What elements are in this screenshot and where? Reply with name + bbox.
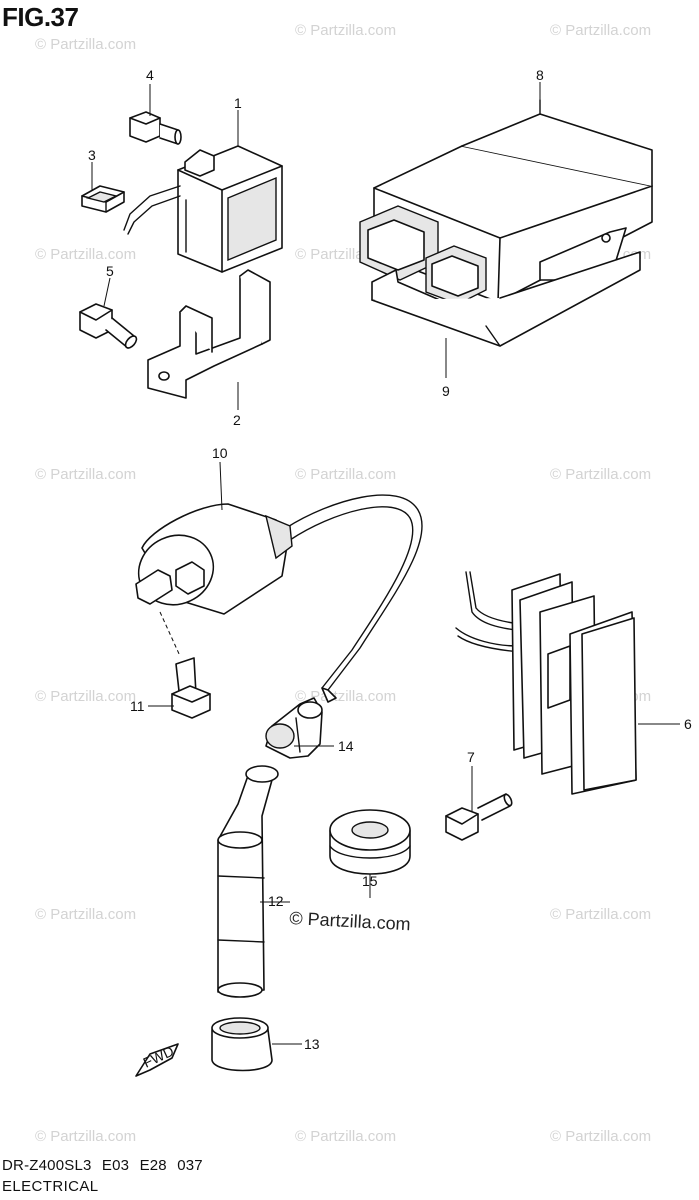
pad-part-9[interactable]	[371, 251, 641, 347]
watermark: © Partzilla.com	[35, 1128, 137, 1145]
callout-2: 2	[233, 412, 241, 428]
callout-14: 14	[338, 738, 354, 754]
cap-part-14[interactable]	[265, 697, 323, 759]
callout-12: 12	[268, 893, 284, 909]
callout-15: 15	[362, 873, 378, 889]
watermark: © Partzilla.com	[550, 466, 652, 483]
fwd-arrow-icon: FWD	[135, 1043, 179, 1077]
watermark: © Partzilla.com	[35, 246, 137, 263]
callout-8: 8	[536, 67, 544, 83]
watermark: © Partzilla.com	[550, 1128, 652, 1145]
watermark: © Partzilla.com	[295, 466, 397, 483]
ignition-coil-part-10[interactable]	[127, 494, 423, 703]
watermark: © Partzilla.com	[295, 22, 397, 39]
cdi-unit-part-8[interactable]	[359, 99, 653, 305]
watermark: © Partzilla.com	[35, 466, 137, 483]
watermark: © Partzilla.com	[35, 906, 137, 923]
boot-part-13[interactable]	[211, 1017, 273, 1072]
callout-4: 4	[146, 67, 154, 83]
watermark: © Partzilla.com	[550, 22, 652, 39]
grommet-part-15[interactable]	[329, 809, 411, 875]
relay-part[interactable]	[123, 145, 283, 273]
watermark: © Partzilla.com	[35, 688, 137, 705]
watermark: © Partzilla.com	[295, 688, 397, 705]
bolt-part-5[interactable]	[79, 303, 139, 350]
callout-6: 6	[684, 716, 692, 732]
figure-title: FIG.37	[2, 2, 79, 32]
clip-part-3[interactable]	[81, 185, 125, 213]
callout-9: 9	[442, 383, 450, 399]
callout-13: 13	[304, 1036, 320, 1052]
bolt-part-11[interactable]	[171, 657, 211, 719]
watermark: © Partzilla.com	[35, 36, 137, 53]
regulator-part-6[interactable]	[455, 571, 637, 795]
fwd-label: FWD	[141, 1043, 177, 1071]
bolt-part-7[interactable]	[445, 793, 513, 841]
callout-5: 5	[106, 263, 114, 279]
callout-10: 10	[212, 445, 228, 461]
bolt-part-4[interactable]	[129, 111, 182, 145]
callout-11: 11	[130, 698, 145, 714]
callout-1: 1	[234, 95, 242, 111]
leader-lines	[91, 82, 680, 1045]
watermark: © Partzilla.com	[550, 906, 652, 923]
callout-7: 7	[467, 749, 475, 765]
footer-model-code: DR-Z400SL3 E03 E28 037	[2, 1157, 203, 1174]
watermark: © Partzilla.com	[295, 1128, 397, 1145]
bracket-part-2[interactable]	[147, 269, 271, 399]
callout-3: 3	[88, 147, 96, 163]
footer-section-name: ELECTRICAL	[2, 1178, 99, 1195]
plug-cap-part-12[interactable]	[217, 765, 279, 998]
